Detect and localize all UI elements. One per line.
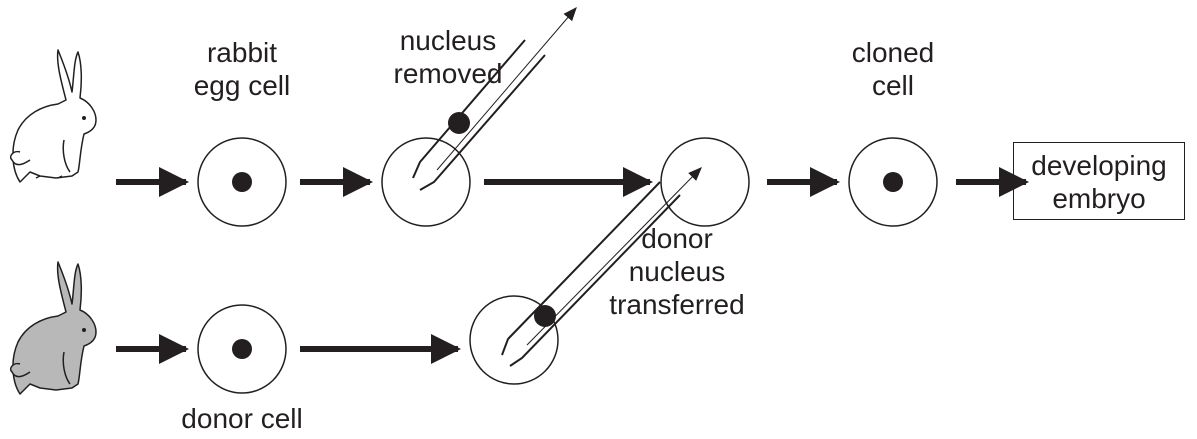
donor-nucleus — [232, 339, 252, 359]
transferred-nucleus — [534, 305, 556, 327]
micropipette-icon — [412, 6, 577, 191]
label-line: cloned — [851, 37, 935, 68]
label-line: removed — [393, 58, 503, 89]
label-line: nucleus — [628, 256, 726, 287]
label-line: nucleus — [399, 25, 497, 56]
label-line: developing — [1031, 150, 1167, 181]
label-line: cell — [871, 70, 914, 101]
grey-rabbit-icon — [9, 261, 97, 395]
enucleated-egg-cell — [381, 137, 471, 227]
label-line: donor — [641, 223, 713, 254]
cloned-cell — [848, 137, 938, 227]
developing-embryo-box: developing embryo — [1013, 142, 1185, 220]
white-rabbit-icon — [9, 49, 97, 183]
label-line: embryo — [1052, 183, 1146, 214]
label-line: donor cell — [181, 403, 303, 434]
donor-cell — [197, 304, 287, 394]
label-donor-cell: donor cell — [172, 402, 312, 435]
cloned-nucleus — [883, 172, 903, 192]
egg-cell — [197, 137, 287, 227]
removed-nucleus — [448, 112, 470, 134]
recipient-cell — [660, 137, 750, 227]
micropipette-icon — [501, 167, 702, 367]
label-donor-nucleus-transferred: donor nucleus transferred — [592, 222, 762, 321]
label-cloned-cell: cloned cell — [833, 36, 953, 102]
label-line: transferred — [609, 289, 745, 320]
label-line: rabbit — [206, 37, 278, 68]
label-rabbit-egg-cell: rabbit egg cell — [182, 36, 302, 102]
label-nucleus-removed: nucleus removed — [388, 24, 508, 90]
label-line: egg cell — [193, 70, 291, 101]
egg-nucleus — [232, 172, 252, 192]
